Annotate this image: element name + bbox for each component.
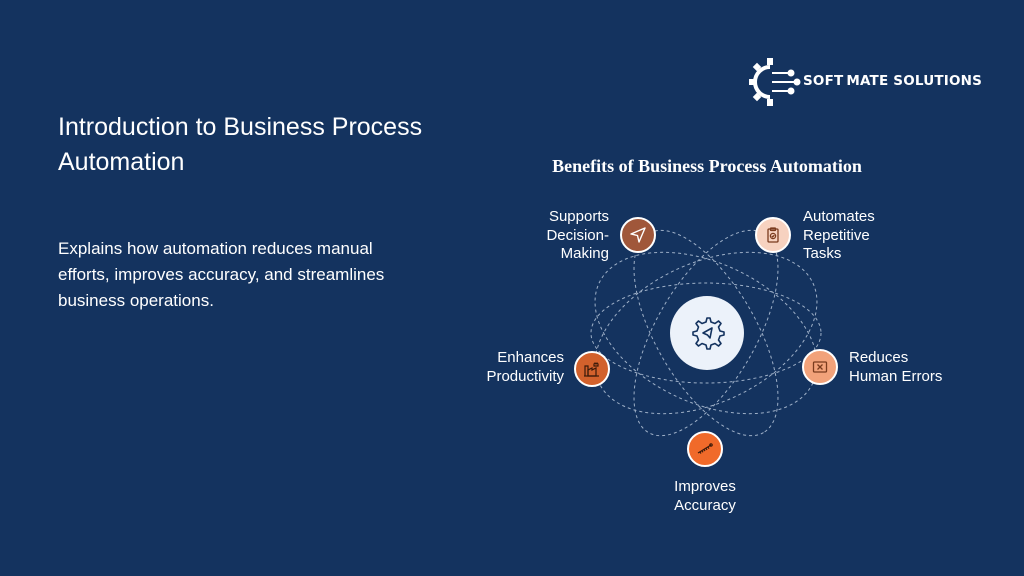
diagram-title: Benefits of Business Process Automation bbox=[552, 156, 862, 176]
slide-title: Introduction to Business Process Automat… bbox=[58, 113, 423, 176]
benefit-node-reduces-errors bbox=[802, 349, 838, 385]
slide-description: Explains how automation reduces manual e… bbox=[58, 239, 385, 310]
gear-hub bbox=[670, 296, 744, 370]
benefit-label-reduces-errors: Reduces Human Errors bbox=[849, 349, 943, 385]
clipboard-check-icon bbox=[767, 227, 779, 243]
benefit-label-automates-tasks: Automates Repetitive Tasks bbox=[803, 208, 875, 262]
error-x-icon bbox=[812, 361, 828, 373]
benefit-node-decision-making bbox=[620, 217, 656, 253]
benefit-node-enhances-productivity bbox=[574, 351, 610, 387]
logo-text: SOFT MATE SOLUTIONS bbox=[803, 73, 983, 89]
benefit-label-decision-making: Supports Decision-Making bbox=[546, 208, 609, 262]
precision-tool-icon bbox=[697, 443, 713, 454]
company-logo bbox=[749, 58, 801, 106]
gear-icon bbox=[692, 317, 725, 350]
factory-icon bbox=[584, 362, 599, 377]
benefit-node-improves-accuracy bbox=[687, 431, 723, 467]
benefit-node-automates-tasks bbox=[755, 217, 791, 253]
benefit-label-improves-accuracy: Improves Accuracy bbox=[674, 478, 736, 514]
navigation-arrow-icon bbox=[630, 227, 646, 243]
benefit-label-enhances-productivity: Enhances Productivity bbox=[486, 349, 564, 385]
